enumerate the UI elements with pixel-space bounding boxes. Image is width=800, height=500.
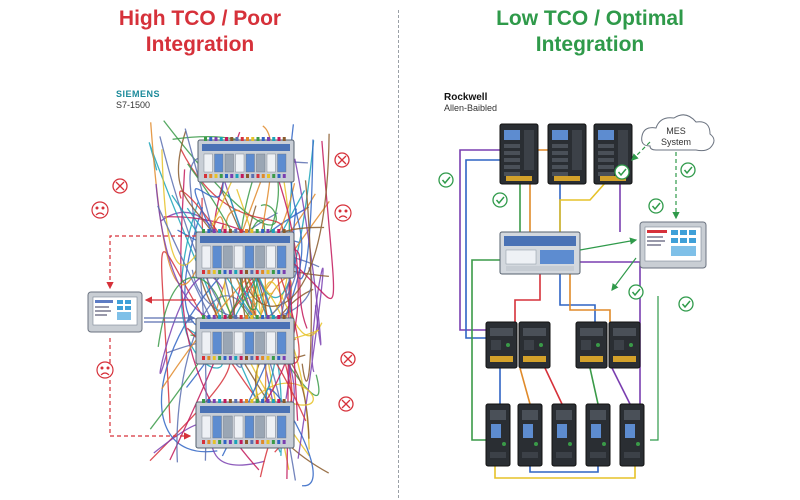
wire — [465, 159, 512, 339]
drive-module — [547, 123, 587, 185]
siemens-logo-text: SIEMENS — [116, 89, 161, 99]
rockwell-power-modules — [485, 403, 645, 467]
power-module — [517, 403, 543, 467]
wire — [161, 149, 240, 266]
wire — [294, 158, 322, 346]
drive-module — [499, 123, 539, 185]
plc-rack — [195, 229, 295, 279]
plc-rack — [197, 137, 295, 183]
io-module-group — [575, 321, 641, 369]
rockwell-controller — [499, 231, 581, 275]
rockwell-logo-text: Rockwell — [444, 92, 488, 103]
wire — [301, 180, 312, 382]
wire — [514, 274, 541, 322]
check-circle-icon — [492, 192, 508, 208]
power-module — [485, 403, 511, 467]
right-title-line2: Integration — [535, 33, 645, 56]
power-module — [551, 403, 577, 467]
wire — [544, 367, 563, 405]
wire — [163, 140, 335, 300]
check-circle-icon — [614, 164, 630, 180]
wire — [293, 139, 314, 280]
wire — [589, 367, 599, 405]
plc-rack — [195, 315, 295, 365]
check-circle-icon — [438, 172, 454, 188]
wire — [559, 181, 607, 232]
rockwell-io-modules — [485, 321, 641, 369]
left-hmi-panel — [87, 291, 143, 333]
right-hmi-panel — [639, 221, 707, 269]
x-circle-icon — [334, 152, 350, 168]
rockwell-model: Allen-Baibled — [444, 103, 498, 113]
check-circle-icon — [648, 198, 664, 214]
left-title-line2: Integration — [145, 33, 255, 56]
check-icons — [438, 162, 696, 312]
rockwell-drives — [499, 123, 633, 185]
siemens-model: S7-1500 — [116, 100, 151, 110]
wire — [519, 367, 531, 405]
x-circle-icon — [338, 396, 354, 412]
siemens-brand: SIEMENS S7-1500 — [116, 89, 160, 111]
right-dashed-connections — [579, 141, 680, 441]
wire — [569, 274, 611, 322]
io-module-group — [485, 321, 551, 369]
panel-divider — [398, 10, 399, 498]
wire — [177, 130, 236, 328]
left-title: High TCO / Poor Integration — [30, 6, 370, 58]
wire — [225, 209, 257, 316]
wire — [194, 166, 224, 249]
mes-label-line2: System — [661, 137, 691, 147]
wire — [494, 466, 636, 479]
left-title-line1: High TCO / Poor — [118, 7, 282, 30]
x-circle-icon — [340, 351, 356, 367]
check-circle-icon — [678, 296, 694, 312]
sad-face-icon — [334, 204, 352, 222]
check-circle-icon — [680, 162, 696, 178]
rockwell-brand: Rockwell Allen-Baibled — [444, 92, 497, 114]
wire — [529, 466, 599, 473]
wire — [297, 267, 324, 459]
sad-face-icon — [91, 201, 109, 219]
mes-label-line1: MES — [666, 126, 686, 136]
power-module — [619, 403, 645, 467]
left-dashed-connections — [106, 235, 196, 440]
right-title: Low TCO / Optimal Integration — [420, 6, 760, 58]
power-module — [585, 403, 611, 467]
wire — [176, 295, 297, 481]
right-title-line1: Low TCO / Optimal — [496, 7, 684, 30]
plc-rack — [195, 399, 295, 449]
cloud-icon: MES System — [641, 114, 715, 152]
siemens-plc-racks — [195, 137, 295, 449]
wire — [611, 367, 631, 405]
wire — [559, 274, 596, 322]
wire — [471, 259, 500, 441]
check-circle-icon — [628, 284, 644, 300]
wire — [459, 149, 510, 331]
x-circle-icon — [112, 178, 128, 194]
sad-face-icon — [96, 361, 114, 379]
